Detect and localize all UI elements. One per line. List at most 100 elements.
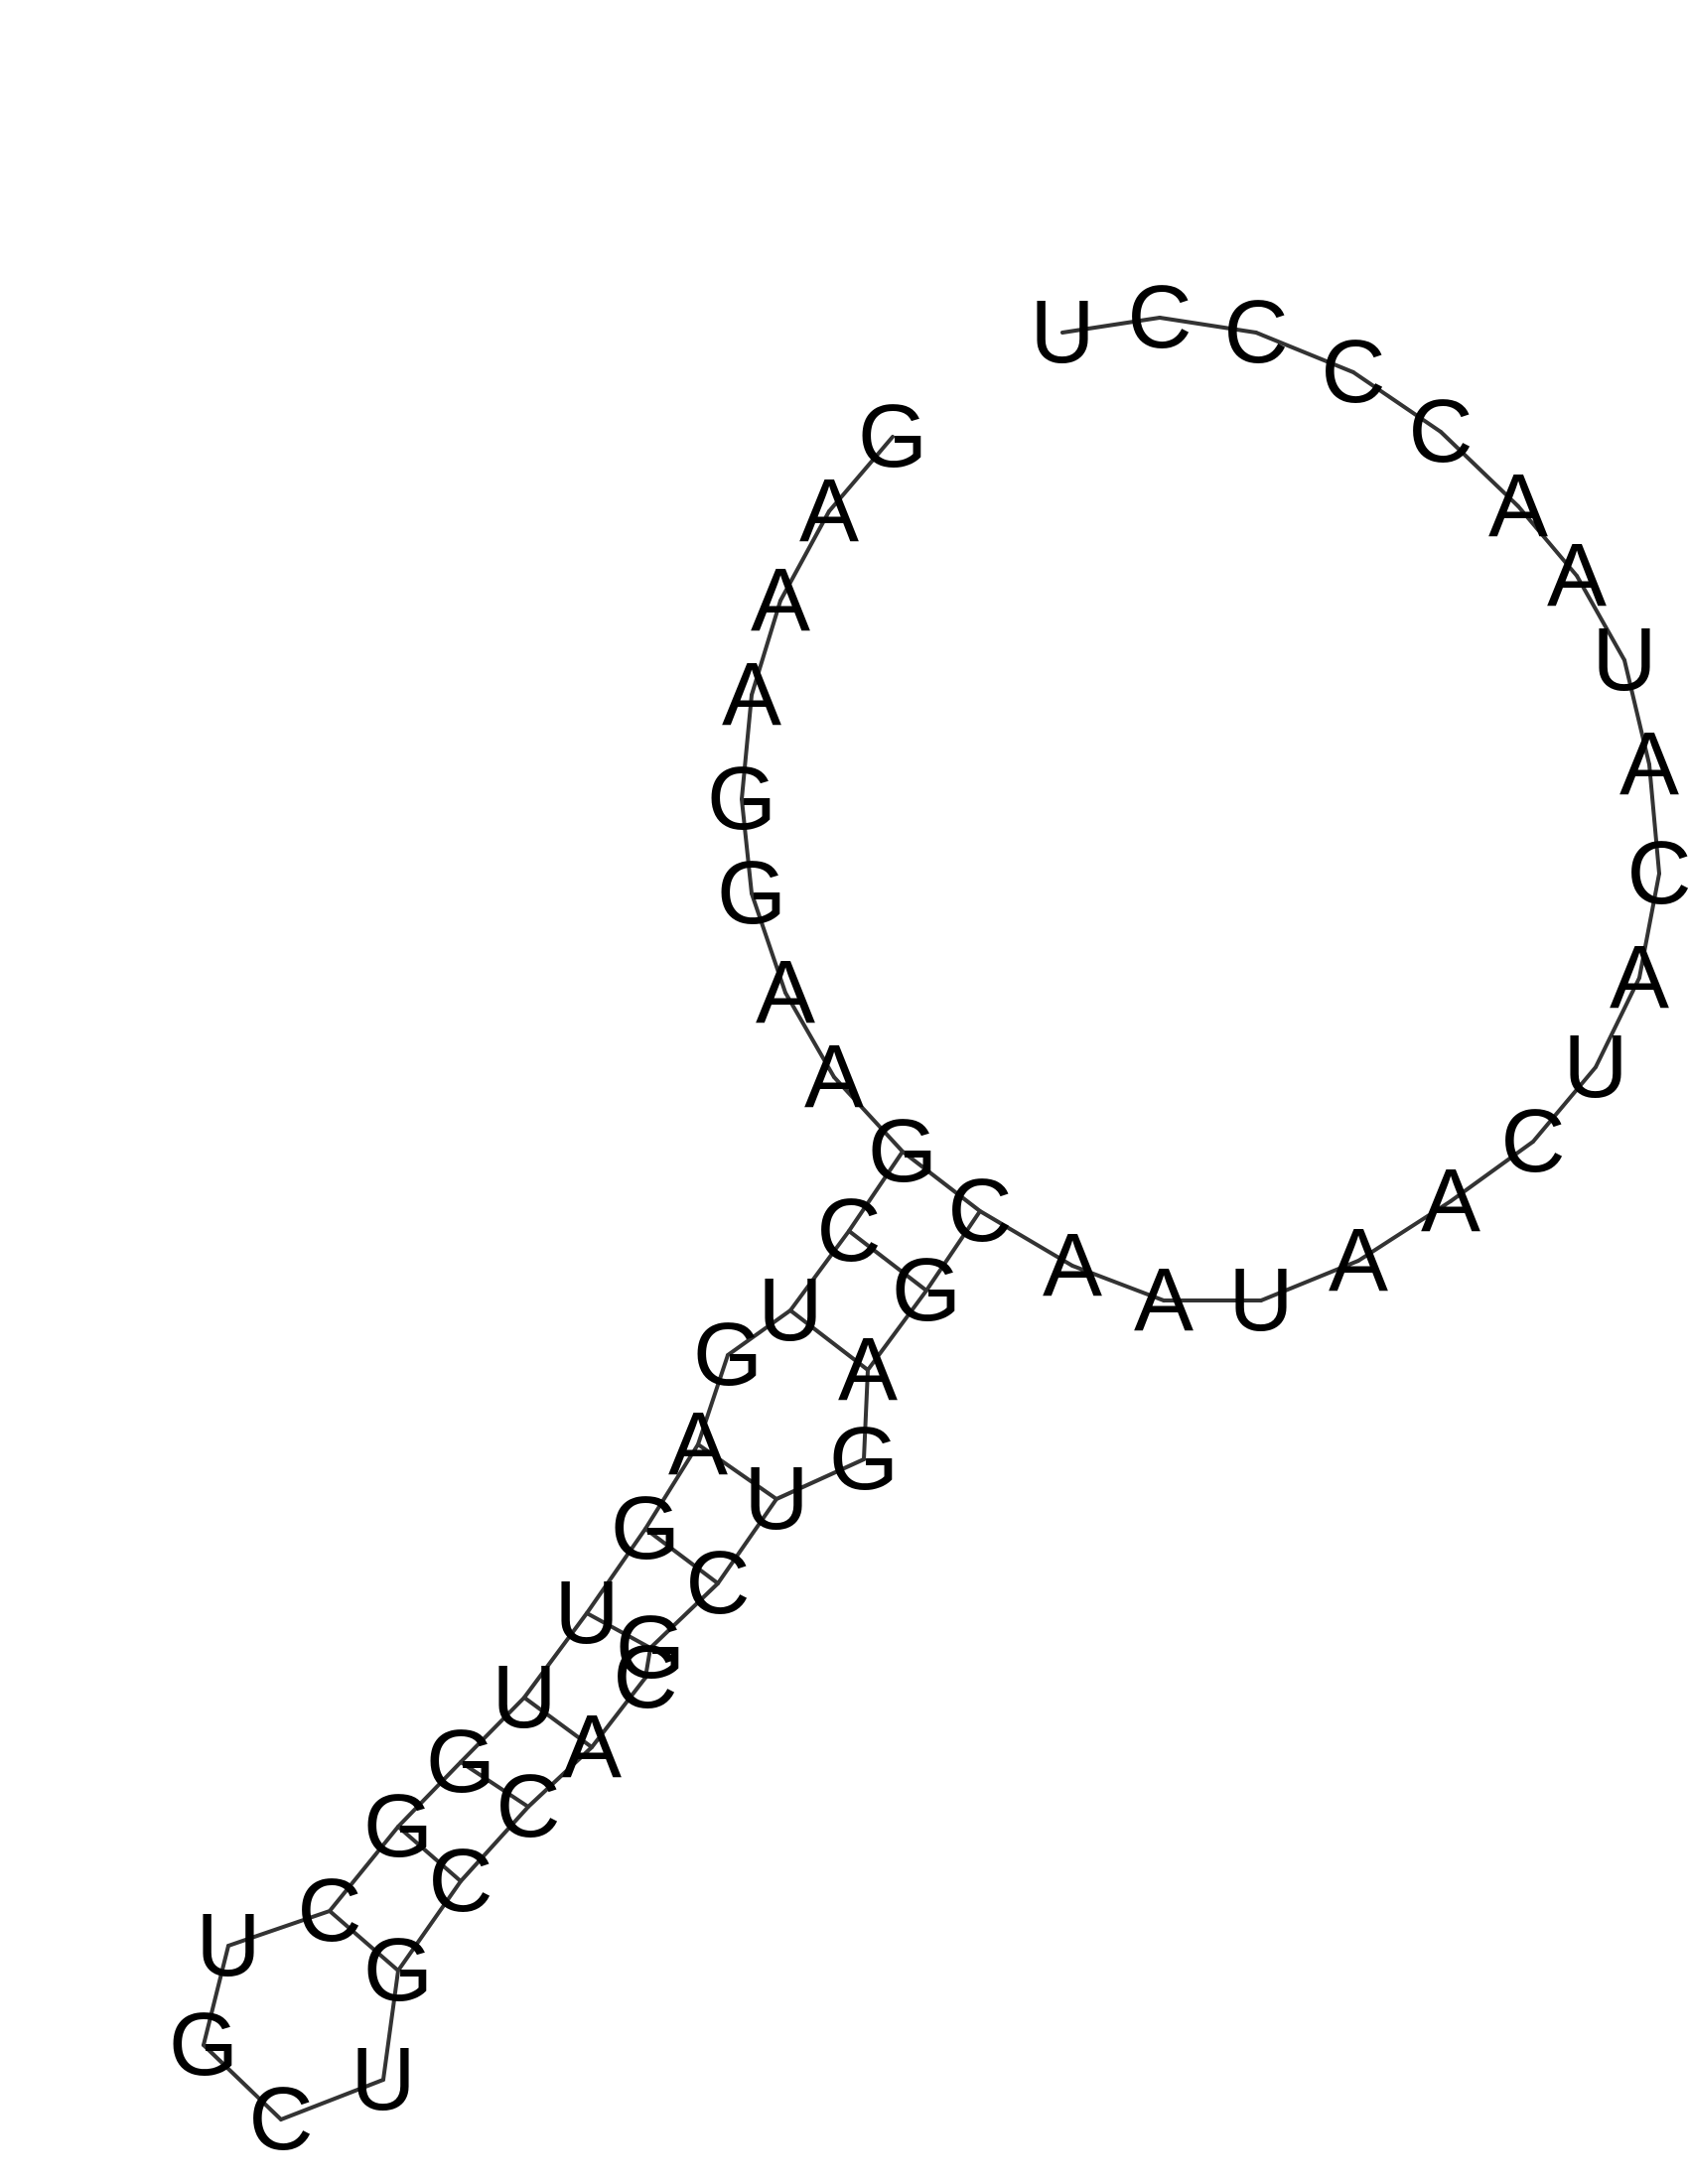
backbone-bond-7 xyxy=(832,1075,905,1154)
backbone-bond-1 xyxy=(778,509,831,603)
backbone-bond-47 xyxy=(1439,430,1520,508)
backbone-bond-29 xyxy=(716,1497,778,1585)
nucleotide-cytosine-49: C xyxy=(1409,382,1474,481)
nucleotide-cytosine-22: C xyxy=(249,2070,314,2169)
nucleotide-guanine-5: G xyxy=(707,750,776,849)
base-pair-bond-57 xyxy=(585,1611,652,1650)
backbone-bond-49 xyxy=(1254,331,1355,374)
nucleotide-adenine-48: A xyxy=(1488,457,1548,556)
nucleotide-guanine-9: G xyxy=(868,1102,937,1201)
nucleotide-cytosine-28: C xyxy=(614,1628,678,1727)
bond-layer xyxy=(202,316,1661,2121)
backbone-bond-33 xyxy=(924,1209,982,1293)
backbone-bond-24 xyxy=(459,1805,530,1883)
nucleotide-guanine-34: G xyxy=(892,1241,961,1340)
backbone-bond-35 xyxy=(1070,1264,1166,1302)
nucleotide-cytosine-52: C xyxy=(1128,268,1193,367)
backbone-bond-25 xyxy=(526,1745,594,1809)
nucleotide-cytosine-51: C xyxy=(1224,283,1289,382)
backbone-bond-51 xyxy=(1060,316,1162,335)
backbone-bond-0 xyxy=(827,435,895,513)
nucleotide-cytosine-19: C xyxy=(298,1861,362,1961)
nucleotide-uracil-15: U xyxy=(555,1564,620,1663)
nucleotide-uracil-38: U xyxy=(1229,1251,1294,1350)
backbone-bond-19 xyxy=(202,1944,230,2047)
backbone-bond-39 xyxy=(1449,1140,1535,1203)
nucleotide-guanine-1: G xyxy=(858,387,927,486)
backbone-bond-21 xyxy=(279,2078,385,2121)
nucleotide-adenine-8: A xyxy=(804,1027,864,1127)
nucleotide-uracil-46: U xyxy=(1593,611,1657,710)
backbone-bond-48 xyxy=(1351,370,1443,434)
nucleotide-adenine-13: A xyxy=(668,1395,728,1494)
backbone-bond-50 xyxy=(1158,316,1258,335)
nucleotide-guanine-21: G xyxy=(169,1995,238,2095)
nucleotide-adenine-36: A xyxy=(1043,1216,1102,1315)
backbone-bond-28 xyxy=(648,1581,720,1650)
backbone-bond-42 xyxy=(1637,872,1661,980)
backbone-bond-30 xyxy=(774,1457,866,1501)
nucleotide-guanine-24: G xyxy=(363,1921,433,2020)
nucleotide-uracil-20: U xyxy=(197,1896,261,1995)
nucleotide-adenine-27: A xyxy=(562,1698,622,1797)
base-pair-bond-52 xyxy=(901,1150,982,1213)
backbone-bond-10 xyxy=(726,1308,792,1357)
backbone-bond-14 xyxy=(522,1611,589,1700)
backbone-bond-22 xyxy=(381,1969,400,2082)
nucleotide-guanine-14: G xyxy=(611,1479,680,1578)
nucleotide-cytosine-35: C xyxy=(948,1161,1013,1261)
base-pair-bond-55 xyxy=(696,1442,778,1501)
backbone-bond-12 xyxy=(643,1442,700,1531)
nucleotide-adenine-43: A xyxy=(1610,928,1669,1027)
nucleotide-guanine-18: G xyxy=(363,1777,433,1876)
backbone-bond-13 xyxy=(585,1527,647,1615)
backbone-bond-37 xyxy=(1259,1259,1360,1302)
nucleotide-cytosine-30: C xyxy=(686,1534,751,1633)
base-pair-bond-61 xyxy=(328,1909,400,1973)
backbone-bond-41 xyxy=(1594,976,1641,1069)
base-pair-bond-56 xyxy=(643,1527,720,1585)
nucleotide-uracil-16: U xyxy=(492,1648,557,1747)
nucleotide-adenine-45: A xyxy=(1619,715,1679,814)
backbone-bond-17 xyxy=(328,1825,400,1913)
nucleotide-adenine-47: A xyxy=(1547,526,1607,625)
base-pair-bond-58 xyxy=(522,1696,594,1749)
backbone-bond-31 xyxy=(862,1368,870,1461)
backbone-bond-45 xyxy=(1575,574,1626,662)
backbone-bond-23 xyxy=(396,1879,463,1973)
nucleotide-adenine-40: A xyxy=(1421,1152,1480,1251)
backbone-bond-3 xyxy=(740,693,754,801)
backbone-bond-34 xyxy=(978,1209,1074,1268)
backbone-bond-20 xyxy=(202,2043,283,2121)
nucleotide-guanine-32: G xyxy=(829,1410,899,1509)
backbone-bond-32 xyxy=(866,1289,928,1372)
nucleotide-adenine-3: A xyxy=(751,551,810,650)
backbone-bond-38 xyxy=(1356,1199,1453,1263)
backbone-bond-4 xyxy=(740,797,754,895)
backbone-bond-8 xyxy=(847,1150,905,1233)
backbone-bond-11 xyxy=(696,1353,730,1446)
backbone-bond-40 xyxy=(1531,1065,1598,1144)
base-pair-bond-54 xyxy=(788,1308,870,1372)
nucleotide-guanine-29: G xyxy=(616,1598,685,1698)
nucleotide-cytosine-25: C xyxy=(429,1832,493,1931)
nucleotide-uracil-42: U xyxy=(1564,1018,1628,1117)
nucleotide-cytosine-10: C xyxy=(817,1181,882,1281)
backbone-bond-43 xyxy=(1647,762,1661,876)
nucleotide-adenine-33: A xyxy=(838,1320,898,1420)
nucleotide-cytosine-26: C xyxy=(496,1757,561,1856)
nucleotide-adenine-2: A xyxy=(799,462,859,561)
nucleotide-cytosine-41: C xyxy=(1501,1092,1566,1191)
backbone-bond-27 xyxy=(643,1646,652,1680)
base-pair-bond-53 xyxy=(847,1229,928,1293)
nucleotide-adenine-4: A xyxy=(722,645,781,745)
nucleotide-adenine-39: A xyxy=(1329,1211,1388,1310)
base-pair-bond-59 xyxy=(459,1760,530,1809)
backbone-bond-2 xyxy=(750,599,782,697)
backbone-bond-15 xyxy=(459,1696,526,1764)
backbone-bond-26 xyxy=(590,1676,647,1749)
backbone-bond-46 xyxy=(1516,504,1579,578)
backbone-bond-5 xyxy=(750,891,787,995)
